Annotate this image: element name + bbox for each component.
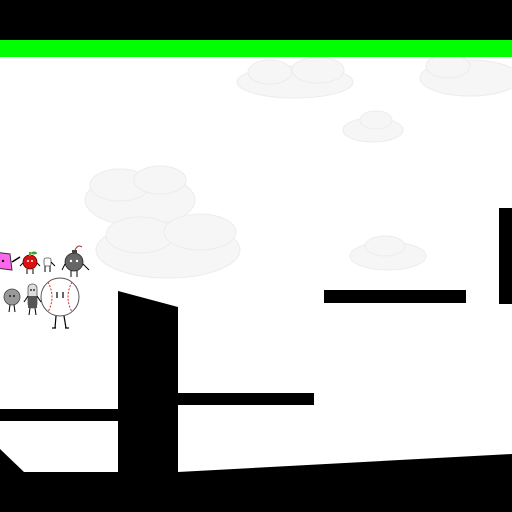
pink-character[interactable] xyxy=(0,252,21,271)
pen-character[interactable] xyxy=(23,283,42,316)
nickel-character[interactable] xyxy=(3,288,21,313)
top-letterbox xyxy=(0,0,512,40)
baseball-character[interactable] xyxy=(40,277,80,329)
apple-character[interactable] xyxy=(19,251,41,275)
floating-platform xyxy=(324,290,466,303)
small-white-character[interactable] xyxy=(43,257,56,272)
progress-bar-fill xyxy=(0,40,512,57)
tall-pillar xyxy=(118,291,178,472)
right-wall xyxy=(499,208,512,304)
cloud xyxy=(236,56,354,99)
bottom-letterbox xyxy=(0,484,512,512)
cloud xyxy=(95,213,241,279)
middle-ledge xyxy=(176,393,314,405)
cloud xyxy=(342,110,404,143)
cloud xyxy=(419,53,512,97)
cloud xyxy=(84,165,196,227)
left-ledge xyxy=(0,409,124,421)
character-group xyxy=(0,245,90,329)
background-clouds xyxy=(84,53,512,279)
cloud xyxy=(349,235,427,271)
bomb-character[interactable] xyxy=(61,245,90,277)
